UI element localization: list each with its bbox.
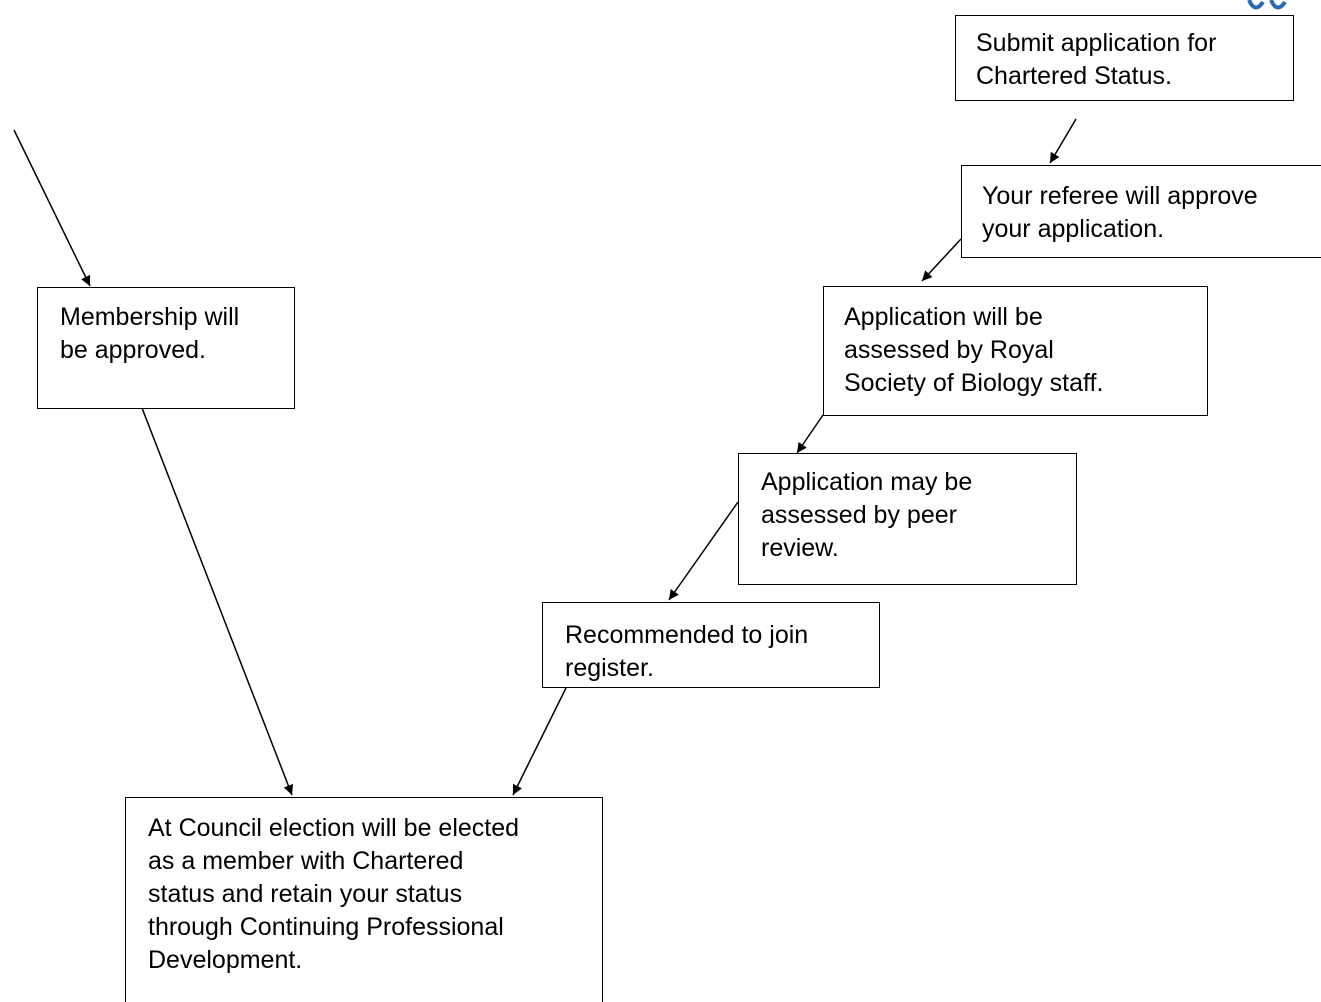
box-text-line: Your referee will approve	[982, 182, 1258, 210]
box-text-line: be approved.	[60, 336, 206, 364]
box-text-line: through Continuing Professional	[148, 913, 504, 941]
box-staff-assessment: Application will be assessed by Royal So…	[823, 286, 1208, 416]
box-text-line: Submit application for	[976, 29, 1217, 57]
box-text-line: Recommended to join	[565, 621, 809, 649]
arrow-referee-to-assessment	[921, 238, 962, 282]
box-text-line: Chartered Status.	[976, 62, 1172, 90]
box-text-line: Application may be	[761, 468, 973, 496]
box-peer-review: Application may be assessed by peer revi…	[738, 453, 1077, 585]
box-submit-application: Submit application for Chartered Status.	[955, 15, 1294, 101]
box-council-election: At Council election will be elected as a…	[125, 797, 603, 1002]
arrow-recommended-to-council	[512, 687, 567, 796]
box-referee-approval: Your referee will approve your applicati…	[961, 165, 1321, 258]
arrow-incoming-to-membership	[13, 129, 91, 287]
box-text-line: At Council election will be elected	[148, 814, 520, 842]
arrow-assessment-to-peer-review	[796, 414, 824, 454]
arrow-membership-to-council	[141, 407, 294, 796]
box-recommended-register: Recommended to join register.	[542, 602, 880, 688]
arrow-submit-to-referee	[1049, 118, 1077, 164]
box-text-line: assessed by peer	[761, 501, 957, 529]
box-text-line: status and retain your status	[148, 880, 463, 908]
box-text-line: Membership will	[60, 303, 240, 331]
arrow-peer-review-to-recommended	[668, 501, 739, 601]
box-text-line: register.	[565, 654, 654, 682]
box-membership-approved: Membership will be approved.	[37, 287, 295, 409]
box-text-line: review.	[761, 534, 839, 562]
box-text-line: Development.	[148, 946, 303, 974]
box-text-line: Application will be	[844, 303, 1043, 331]
box-text-line: Society of Biology staff.	[844, 369, 1104, 397]
box-text-line: as a member with Chartered	[148, 847, 464, 875]
box-text-line: assessed by Royal	[844, 336, 1054, 364]
logo-fragment	[1241, 0, 1321, 16]
box-text-line: your application.	[982, 215, 1165, 243]
